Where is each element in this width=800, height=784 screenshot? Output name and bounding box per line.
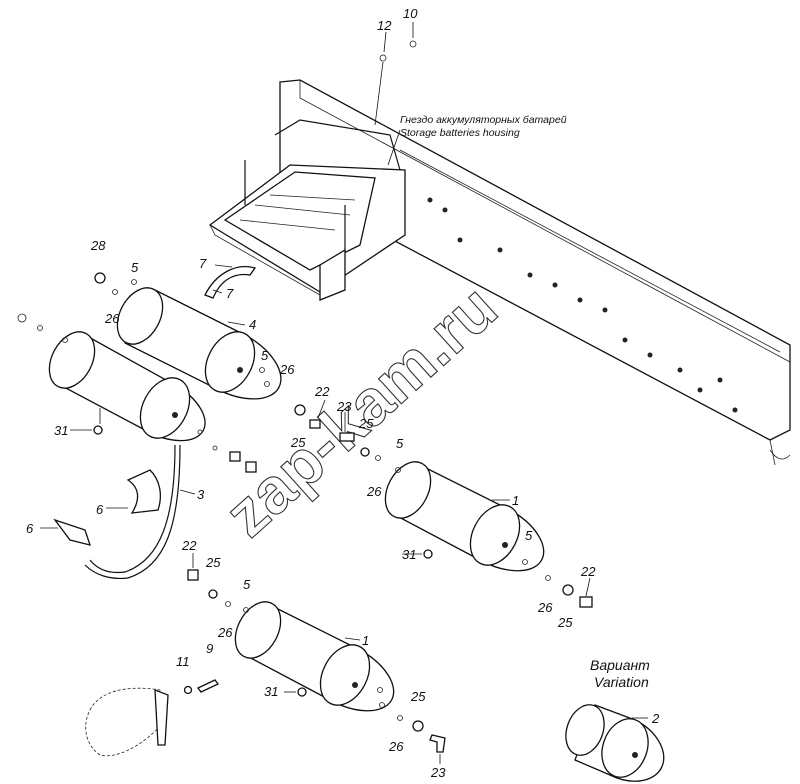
callout: 1 [512,493,519,508]
callout: 26 [366,484,382,499]
callout: 23 [336,399,352,414]
receiver-4 [116,287,282,400]
callout: 25 [358,416,374,431]
housing-caption-en: Storage batteries housing [400,127,520,139]
pad-6-lower [53,518,91,546]
callout: 2 [651,711,660,726]
callout: 26 [217,625,233,640]
callout: 6 [96,502,104,517]
receiver-left [48,331,206,442]
variation-caption-en: Variation [594,674,649,690]
callout: 7 [226,286,234,301]
callout: 11 [176,654,190,669]
callout: 9 [206,641,213,656]
callout: 5 [261,348,269,363]
callout: 22 [580,564,596,579]
pad-7 [204,266,257,299]
receiver-1-right [384,461,545,572]
callout: 1 [362,633,369,648]
callout: 5 [131,260,139,275]
callout: 26 [104,311,120,326]
strap-3 [84,444,181,580]
bracket-bottom [85,687,169,757]
callout: 26 [279,362,295,377]
receiver-1-bottom [234,601,395,712]
callout-numbers: 10 12 28 5 26 7 7 4 5 26 22 23 25 31 25 … [26,6,660,780]
callout: 26 [537,600,553,615]
frame-rail [279,79,791,466]
callout: 22 [181,538,197,553]
callout: 5 [525,528,533,543]
callout: 3 [197,487,205,502]
leader-lines [40,22,648,764]
variation-caption-ru: Вариант [590,657,650,673]
callout: 25 [557,615,573,630]
battery-housing [208,119,406,301]
callout: 31 [402,547,416,562]
callout: 25 [410,689,426,704]
callout: 4 [249,317,256,332]
callout: 31 [54,423,68,438]
callout: 10 [403,6,418,21]
callout: 12 [377,18,392,33]
receiver-2-variation [565,704,665,782]
callout: 5 [396,436,404,451]
housing-caption-ru: Гнездо аккумуляторных батарей [400,114,567,126]
callout: 26 [388,739,404,754]
callout: 28 [90,238,106,253]
fasteners [17,40,593,753]
callout: 25 [290,435,306,450]
callout: 22 [314,384,330,399]
callout: 5 [243,577,251,592]
pad-6-upper [126,469,161,514]
callout: 23 [430,765,446,780]
callout: 7 [199,256,207,271]
callout: 25 [205,555,221,570]
callout: 31 [264,684,278,699]
callout: 6 [26,521,34,536]
